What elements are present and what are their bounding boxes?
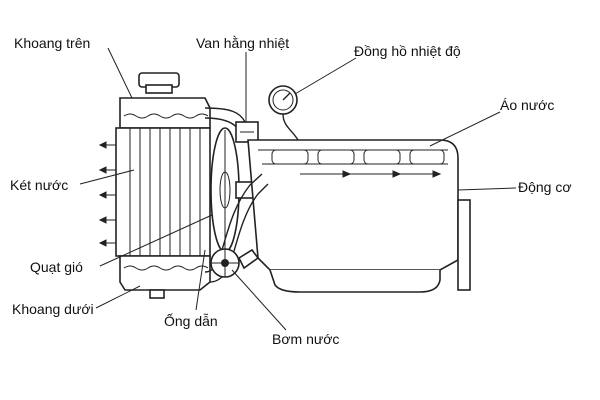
radiator xyxy=(98,72,211,299)
oil-pan xyxy=(269,269,441,293)
temperature-gauge xyxy=(268,85,299,141)
lower-tank xyxy=(119,255,211,291)
drain-plug xyxy=(149,289,165,299)
upper-tank xyxy=(119,97,211,129)
label-engine: Động cơ xyxy=(518,179,572,195)
label-water-jacket: Áo nước xyxy=(500,97,554,113)
label-thermostat: Van hằng nhiệt xyxy=(196,35,289,51)
airflow-arrows xyxy=(98,141,116,247)
leader-lines xyxy=(79,47,517,331)
label-pipe: Ống dẫn xyxy=(164,312,218,329)
label-lower-tank: Khoang dưới xyxy=(12,301,94,317)
label-radiator: Két nước xyxy=(10,177,68,193)
engine-block xyxy=(247,139,459,271)
thermostat xyxy=(235,121,259,143)
radiator-tubes xyxy=(129,128,201,256)
flywheel-housing xyxy=(457,199,471,291)
label-water-pump: Bơm nước xyxy=(272,331,339,347)
label-fan: Quạt gió xyxy=(30,259,83,275)
engine xyxy=(247,139,471,293)
cylinders xyxy=(271,149,445,165)
label-temp-gauge: Đồng hồ nhiệt độ xyxy=(354,43,461,59)
label-upper-tank: Khoang trên xyxy=(14,35,90,51)
radiator-core xyxy=(115,127,211,257)
